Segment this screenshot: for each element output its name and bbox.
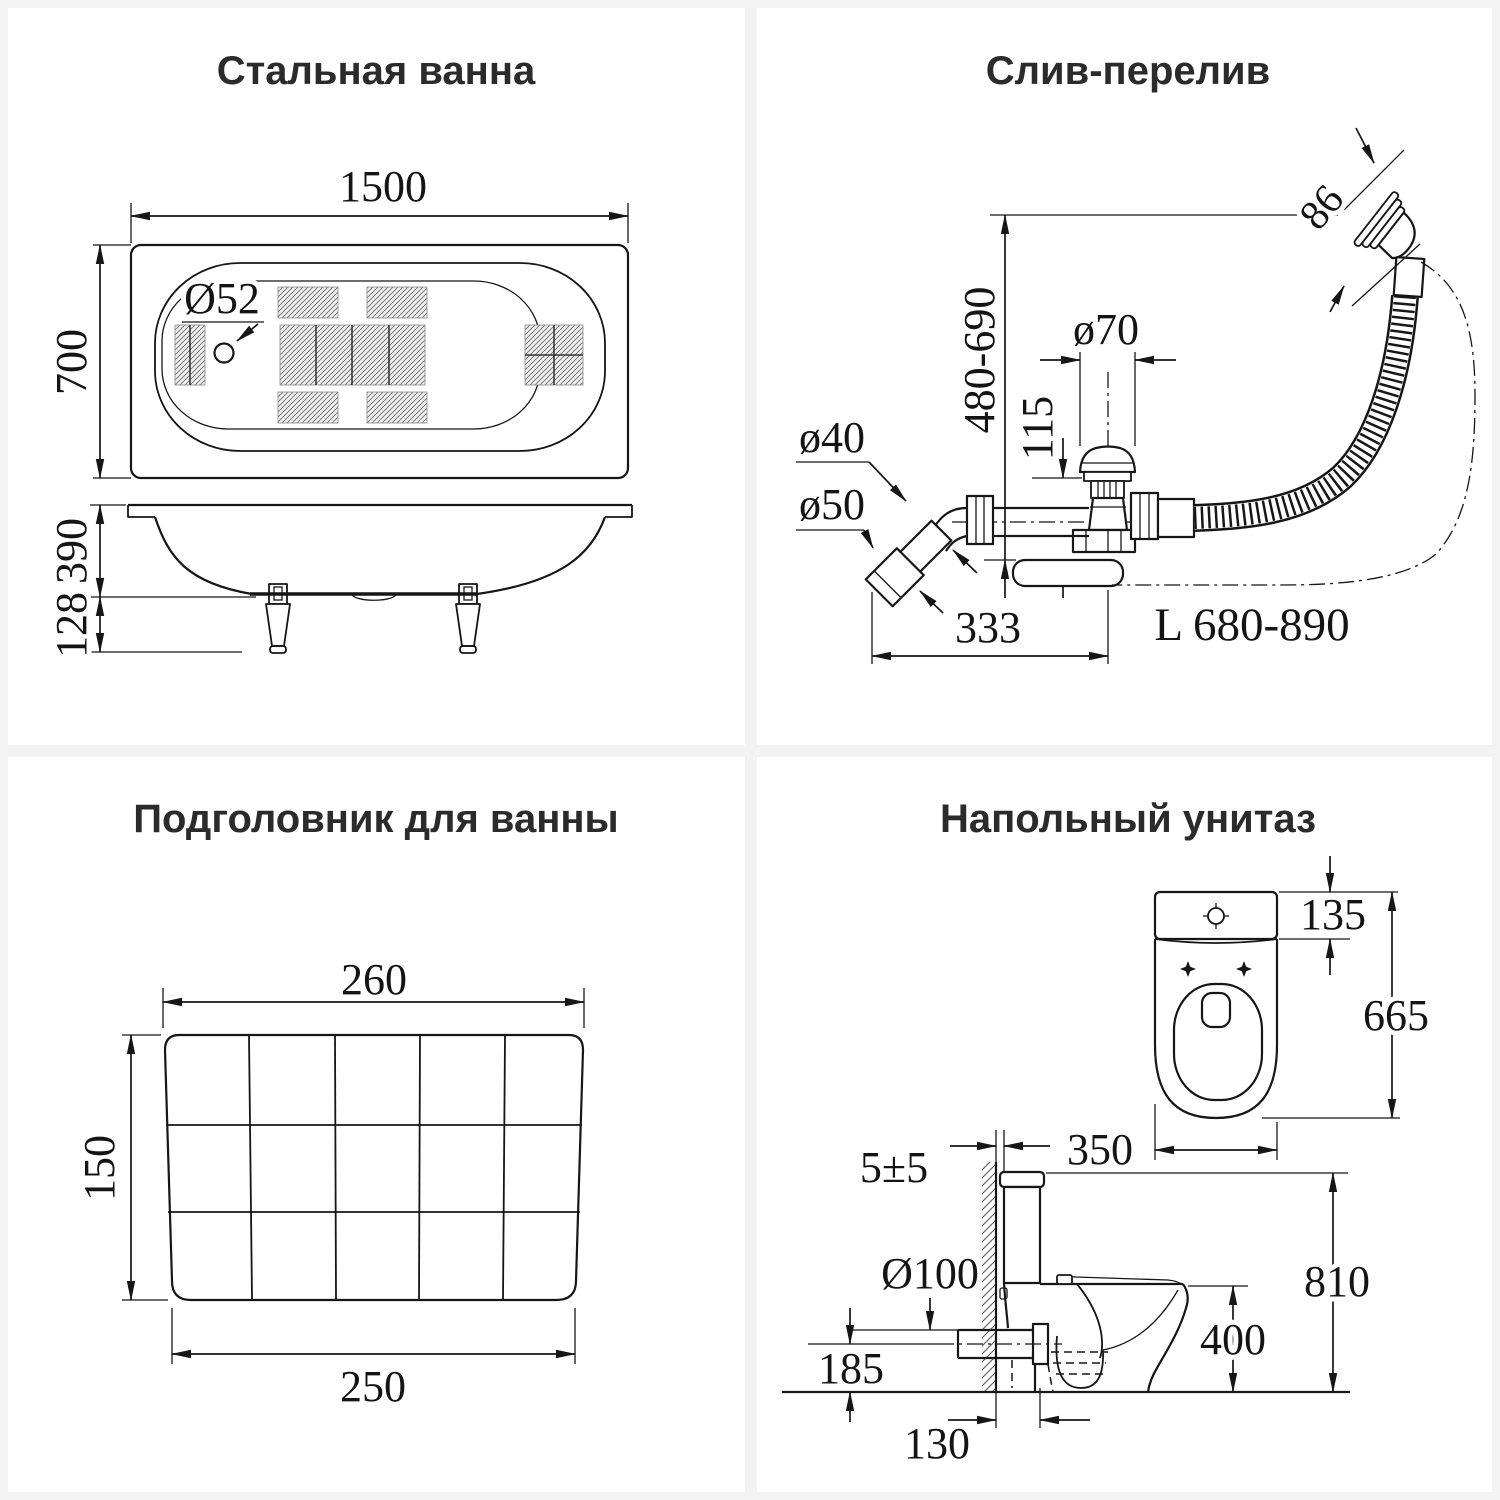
panel-title-bathtub: Стальная ванна xyxy=(217,49,536,93)
toilet-drawing: Напольный унитаз 135 665 350 xyxy=(782,797,1434,1473)
dim-bathtub-width: 700 xyxy=(47,329,96,395)
bathtub-panel: Стальная ванна 1500 Ø52 700 xyxy=(8,8,745,745)
drain-overflow-panel: Слив-перелив 480-690 ø70 115 xyxy=(757,8,1492,745)
dim-toilet-tank-depth: 135 xyxy=(1300,890,1366,939)
dim-bathtub-length: 1500 xyxy=(339,162,427,211)
dim-drain-height-range: 480-690 xyxy=(955,287,1004,434)
headrest-drawing: Подголовник для ванны 260 150 250 xyxy=(70,797,619,1416)
toilet-side-view xyxy=(782,1162,1350,1394)
toilet-top-view xyxy=(1153,890,1279,1120)
bathtub-side-view xyxy=(127,503,633,654)
panel-title-drain: Слив-перелив xyxy=(986,49,1270,93)
dim-toilet-wall-gap: 5±5 xyxy=(860,1143,928,1192)
dim-toilet-total-depth: 665 xyxy=(1363,991,1429,1040)
toilet-panel: Напольный унитаз 135 665 350 xyxy=(757,757,1492,1492)
drain-assembly xyxy=(864,445,1137,608)
bathtub-drawing: Стальная ванна 1500 Ø52 700 xyxy=(42,49,633,663)
headrest-panel: Подголовник для ванны 260 150 250 xyxy=(8,757,745,1492)
dim-bathtub-leg-height: 128 xyxy=(47,592,96,658)
dim-drain-cap-height: 115 xyxy=(1013,396,1062,460)
bathtub-leg xyxy=(455,583,481,654)
dim-drain-pipe40: ø40 xyxy=(799,413,865,462)
dim-headrest-top-width: 260 xyxy=(341,955,407,1004)
dim-drain-offset: 333 xyxy=(955,603,1021,652)
dim-toilet-rim-height: 400 xyxy=(1200,1315,1266,1364)
dim-toilet-outlet-dia: Ø100 xyxy=(881,1249,979,1298)
drain-overflow-drawing: Слив-перелив 480-690 ø70 115 xyxy=(794,49,1476,664)
dim-toilet-outlet-height: 185 xyxy=(818,1344,884,1393)
drain-hole xyxy=(213,342,235,364)
panel-title-headrest: Подголовник для ванны xyxy=(133,797,618,841)
wall-hatch xyxy=(982,1162,996,1392)
dim-headrest-height: 150 xyxy=(75,1135,124,1201)
bathtub-leg xyxy=(265,583,291,654)
dim-bathtub-drain-hole: Ø52 xyxy=(184,274,260,323)
dim-drain-hose-length: L 680-890 xyxy=(1154,599,1349,651)
overflow-head xyxy=(1353,191,1426,299)
headrest-grid xyxy=(163,1033,585,1302)
dim-toilet-bowl-width: 350 xyxy=(1067,1125,1133,1174)
bathtub-top-view: Ø52 xyxy=(129,243,630,480)
dim-drain-cap-dia: ø70 xyxy=(1073,305,1139,354)
corrugated-hose xyxy=(1129,294,1419,541)
dim-drain-pipe50: ø50 xyxy=(799,480,865,529)
dim-headrest-bottom-width: 250 xyxy=(340,1362,406,1411)
dim-bathtub-depth: 390 xyxy=(47,518,96,584)
dim-drain-overflow-dia: 86 xyxy=(1291,177,1353,239)
panel-title-toilet: Напольный унитаз xyxy=(940,797,1316,841)
dim-toilet-total-height: 810 xyxy=(1304,1257,1370,1306)
anti-slip-patches xyxy=(174,286,584,424)
flush-button xyxy=(1207,907,1225,925)
outlet-pipe xyxy=(938,1322,1062,1393)
dim-toilet-outlet-offset: 130 xyxy=(904,1419,970,1468)
